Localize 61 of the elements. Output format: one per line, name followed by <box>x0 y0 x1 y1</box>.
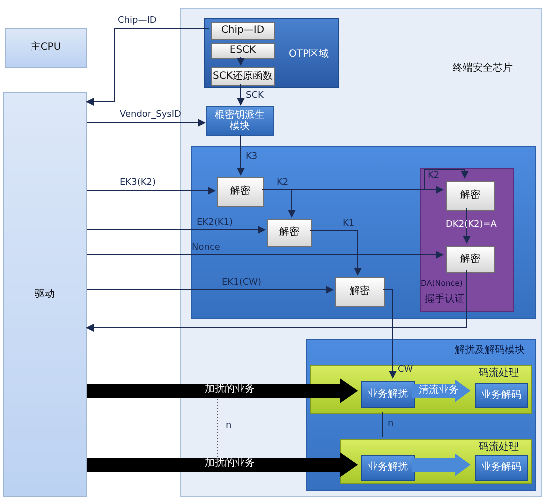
edge-label: EK1(CW) <box>222 279 262 288</box>
handshake-region <box>420 168 514 312</box>
driver-box: 驱动 <box>3 92 87 497</box>
heading: 终端安全芯片 <box>453 63 513 74</box>
decrypt-box: 解密 <box>217 177 264 207</box>
otp-region <box>204 18 339 88</box>
arrow <box>310 230 362 276</box>
function-box: SCK还原函数 <box>211 67 275 86</box>
arrow <box>86 270 468 332</box>
decrypt-box: 解密 <box>335 277 385 307</box>
edge-label: 加扰的业务 <box>205 385 255 395</box>
edge-label: K2 <box>428 172 440 181</box>
arrow <box>237 56 245 66</box>
arrow <box>86 251 444 259</box>
arrow <box>237 84 245 106</box>
decrypt-box: 解密 <box>446 246 495 273</box>
process-box: 业务解码 <box>475 383 528 408</box>
heading: 解扰及解码模块 <box>455 345 525 356</box>
arrow <box>86 226 266 234</box>
edge-label: DK2(K2)=A <box>446 221 497 230</box>
process-box: 业务解扰 <box>361 455 415 481</box>
module-panel <box>306 339 536 491</box>
decrypt-box: 解密 <box>446 181 495 211</box>
heading: 码流处理 <box>479 368 519 380</box>
arrow <box>237 134 245 176</box>
arrow <box>382 290 397 379</box>
edge-label: 清流业务 <box>419 386 459 396</box>
arrow <box>86 119 206 127</box>
edge-label: K2 <box>277 179 289 188</box>
arrow <box>463 208 471 244</box>
process-box: 业务解码 <box>475 455 528 481</box>
edge-label: EK2(K1) <box>197 219 233 228</box>
heading: OTP区域 <box>289 49 330 60</box>
cpu-box: 主CPU <box>5 28 87 68</box>
arrow <box>86 187 216 195</box>
edge-label: SCK <box>246 92 264 101</box>
edge-label: Nonce <box>192 244 220 253</box>
block-arrow <box>412 380 471 402</box>
edge-label: EK3(K2) <box>120 179 156 188</box>
arrow <box>86 286 334 294</box>
arrow <box>86 28 210 106</box>
edge-label: Chip—ID <box>118 17 157 26</box>
process-box: 业务解扰 <box>361 381 415 408</box>
block-arrow <box>87 378 358 404</box>
edge-label: Vendor_SysID <box>120 111 182 120</box>
chip-panel <box>180 8 542 497</box>
module-box: 根密钥派生模块 <box>206 106 274 136</box>
block-arrow <box>412 454 471 476</box>
edge-label: CW <box>398 366 414 375</box>
decrypt-box: 解密 <box>267 219 312 247</box>
edge-label: 加扰的业务 <box>205 459 255 469</box>
count-label: n <box>226 422 232 431</box>
block-arrow <box>87 452 358 478</box>
edge-label: K3 <box>246 153 258 162</box>
heading: 握手认证 <box>425 294 465 306</box>
decrypt-region <box>191 146 536 319</box>
edge-label: n <box>388 420 394 429</box>
heading: 码流处理 <box>479 442 519 454</box>
data-box: Chip—ID <box>211 22 275 40</box>
edge-label: K1 <box>343 220 355 229</box>
data-box: ESCK <box>211 43 275 59</box>
